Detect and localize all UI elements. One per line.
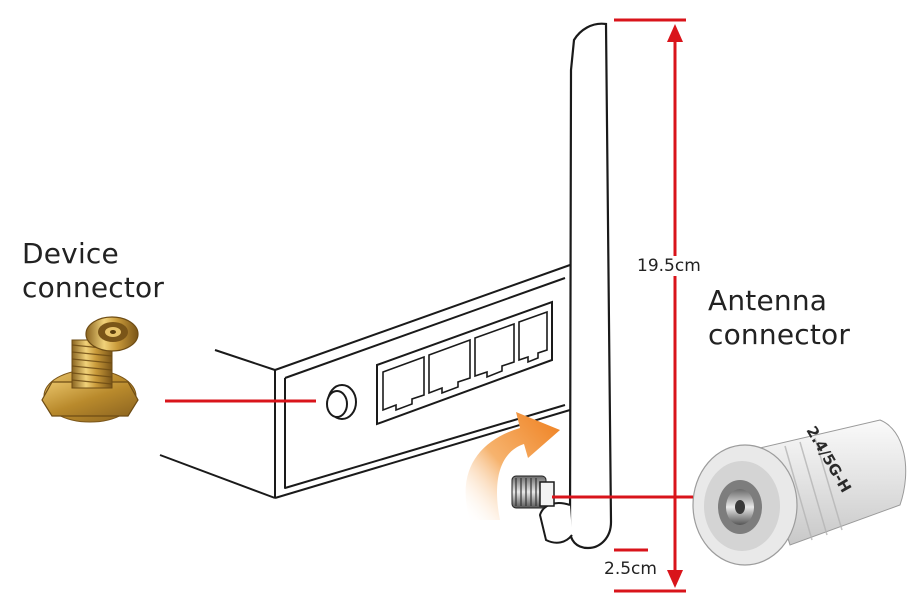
ethernet-port-1 (382, 355, 425, 412)
antenna-base-connector (511, 475, 555, 509)
antenna-height-label: 19.5cm (636, 256, 702, 276)
dimension-lines (165, 18, 693, 593)
device-connector-label: Device connector (22, 237, 164, 305)
device-connector-label-line1: Device (22, 237, 119, 270)
ethernet-port-2 (428, 338, 471, 395)
device-connector-label-line2: connector (22, 271, 165, 304)
sma-connector-icon (41, 316, 139, 423)
connector-height-label: 2.5cm (603, 559, 658, 579)
rp-sma-cap-icon: 2.4/5G-H (692, 419, 907, 566)
antenna-connector-label-line1: Antenna (708, 284, 828, 317)
ethernet-port-block (376, 300, 553, 426)
antenna-connector-label: Antenna connector (708, 284, 850, 352)
router-antenna-socket (326, 384, 357, 420)
dimension-arrowheads (667, 24, 683, 588)
curved-arrow-icon (465, 412, 560, 520)
antenna-connector-label-line2: connector (708, 318, 851, 351)
router-body (159, 264, 571, 499)
ethernet-port-3 (474, 322, 515, 379)
ethernet-port-4 (518, 310, 548, 364)
antenna (538, 22, 613, 550)
